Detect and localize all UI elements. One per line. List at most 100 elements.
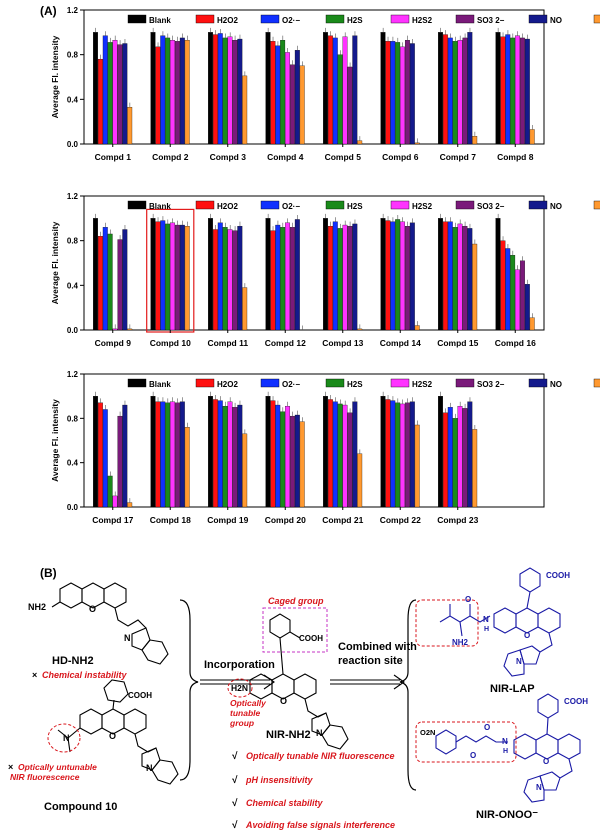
x-tick-label: Compd 16 <box>495 338 536 348</box>
caged-group-label: Caged group <box>268 596 324 606</box>
nir-onoo-h-label: H <box>503 748 508 755</box>
combined-arrow <box>330 674 405 690</box>
h2n-label: H2N <box>231 683 248 693</box>
x-tick-label: Compd 6 <box>382 152 419 162</box>
left-brace <box>179 599 199 781</box>
nir-lap-carbonyl-o: O <box>465 595 471 604</box>
legend-label: O2·− <box>282 16 300 25</box>
combined-label-line1: Combined with <box>338 641 417 653</box>
x-tick-label: Compd 4 <box>267 152 304 162</box>
panel-a-label: (A) <box>40 4 57 18</box>
legend-swatch <box>127 378 147 388</box>
bar-charts: (A) 0.0 0.4 0.8 1.2 Average Fl. intensityComp… <box>40 4 600 525</box>
hd-problem: Chemical instability <box>42 670 128 680</box>
legend-label: H2S2 <box>412 380 433 389</box>
leucine-box <box>415 599 479 647</box>
legend-swatch <box>528 200 548 210</box>
legend-swatch <box>528 378 548 388</box>
legend-swatch <box>593 378 600 388</box>
x-tick-label: Compd 10 <box>150 338 191 348</box>
legend-label: H2S <box>347 380 363 389</box>
x-tick-label: Compd 14 <box>380 338 421 348</box>
compound10-problem-line2: NIR fluorescence <box>10 772 80 782</box>
y-tick-label: 0.4 <box>67 459 79 468</box>
y-tick-label: 1.2 <box>67 370 79 379</box>
compound10-cross-mark: × <box>8 762 13 772</box>
y-tick-label: 0.0 <box>67 140 79 149</box>
hd-nh2-oxygen-label: O <box>89 604 96 614</box>
x-tick-label: Compd 3 <box>210 152 247 162</box>
y-tick-label: 0.0 <box>67 326 79 335</box>
x-tick-label: Compd 7 <box>440 152 477 162</box>
x-tick-label: Compd 12 <box>265 338 306 348</box>
advantage-check-1: √ <box>232 751 238 762</box>
compound10-cooh-label: COOH <box>128 691 152 700</box>
legend-swatch <box>127 14 147 24</box>
advantages-list: √ Optically tunable NIR fluorescence √ p… <box>232 751 395 831</box>
advantage-1: Optically tunable NIR fluorescence <box>246 751 395 761</box>
legend-label: Blank <box>149 202 171 211</box>
legend-label: H2S2 <box>412 202 433 211</box>
legend-swatch <box>390 378 410 388</box>
legend-swatch <box>260 378 280 388</box>
nir-oxygen-label: O <box>280 696 287 706</box>
compound10-oxygen-label: O <box>109 731 116 741</box>
y-tick-label: 1.2 <box>67 192 79 201</box>
legend-swatch <box>390 200 410 210</box>
x-tick-label: Compd 8 <box>497 152 534 162</box>
hd-cross-mark: × <box>32 670 37 680</box>
optically-tunable-line2: tunable <box>230 708 260 718</box>
x-tick-label: Compd 19 <box>207 515 248 525</box>
legend-swatch <box>528 14 548 24</box>
nir-onoo-n-label: N <box>536 783 542 792</box>
legend-swatch <box>195 378 215 388</box>
legend-swatch <box>593 200 600 210</box>
x-tick-label: Compd 15 <box>437 338 478 348</box>
nir-onoo-o2: O <box>484 723 490 732</box>
legend-label: Blank <box>149 380 171 389</box>
legend-swatch <box>390 14 410 24</box>
x-tick-label: Compd 2 <box>152 152 189 162</box>
nir-lap-name: NIR-LAP <box>490 683 535 695</box>
amine-circle <box>227 678 253 698</box>
y-tick-label: 0.4 <box>67 95 79 104</box>
legend-swatch <box>325 200 345 210</box>
nir-n-label: N <box>316 728 323 738</box>
advantage-check-2: √ <box>232 775 238 786</box>
hd-nh2-name: HD-NH2 <box>52 655 94 667</box>
y-tick-label: 0.8 <box>67 51 79 60</box>
x-tick-label: Compd 18 <box>150 515 191 525</box>
x-tick-label: Compd 22 <box>380 515 421 525</box>
nir-onoo-name: NIR-ONOO⁻ <box>476 809 538 821</box>
advantage-check-4: √ <box>232 820 238 831</box>
y-tick-label: 0.0 <box>67 503 79 512</box>
x-tick-label: Compd 1 <box>95 152 132 162</box>
advantage-check-3: √ <box>232 798 238 809</box>
compound10-name: Compound 10 <box>44 801 117 813</box>
nir-lap-nh-label: N <box>483 615 489 624</box>
nir-onoo-oxygen-label: O <box>543 757 549 766</box>
plot-frame <box>83 195 545 331</box>
nir-lap-oxygen-label: O <box>524 631 530 640</box>
optically-tunable-line1: Optically <box>230 698 267 708</box>
legend-swatch <box>260 14 280 24</box>
optically-tunable-line3: group <box>229 718 254 728</box>
y-axis-label: Average Fl. intensity <box>50 35 60 118</box>
legend-label: O2·− <box>282 202 300 211</box>
legend-swatch <box>455 200 475 210</box>
y-tick-label: 0.4 <box>67 281 79 290</box>
legend-label: H2S <box>347 16 363 25</box>
hd-nh2-structure <box>51 582 169 665</box>
combined-label-line2: reaction site <box>338 655 403 667</box>
legend-swatch <box>593 14 600 24</box>
compound10-ring-n-label: N <box>146 763 153 773</box>
compound10-problem-line1: Optically untunable <box>18 762 97 772</box>
nir-onoo-cooh-label: COOH <box>564 697 588 706</box>
legend-label: NO <box>550 380 562 389</box>
compound10-amine-circle <box>47 723 81 753</box>
